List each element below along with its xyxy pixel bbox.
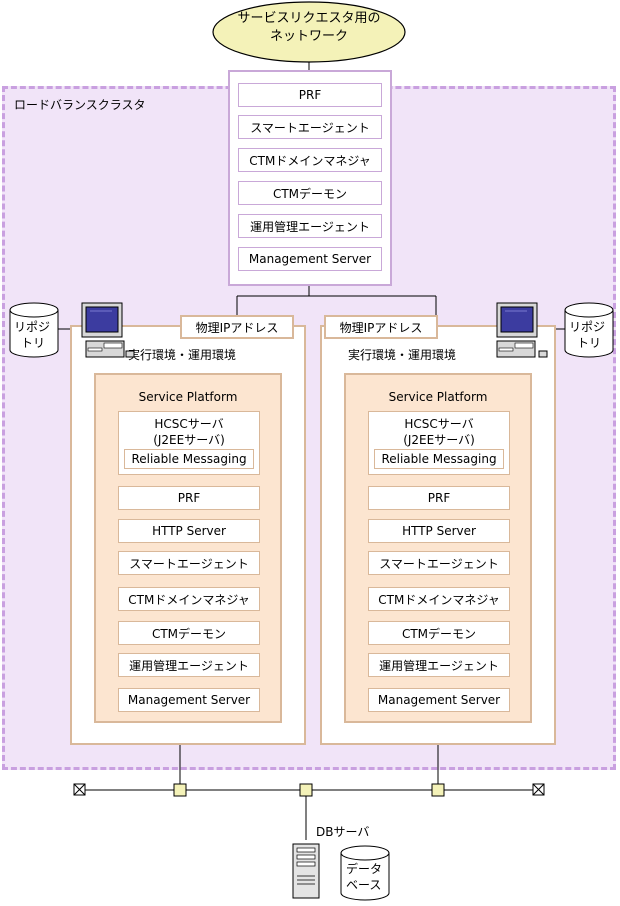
database-label-line1: データ	[346, 862, 383, 876]
database-label-line2: ベース	[346, 878, 382, 892]
bus-terminator-left	[73, 783, 86, 796]
node-1-hcsc-line2: (J2EEサーバ)	[153, 433, 225, 447]
node-2-component-smart-agent: スマートエージェント	[368, 551, 510, 575]
bus-connector	[299, 783, 313, 797]
top-component-smart-agent: スマートエージェント	[238, 115, 382, 139]
db-server-label: DBサーバ	[316, 825, 370, 839]
node-1-component-ops-agent: 運用管理エージェント	[118, 653, 260, 677]
network-label-line1: サービスリクエスタ用の	[237, 11, 381, 26]
repository-label-right-2: トリ	[577, 336, 602, 350]
node-1-component-smart-agent: スマートエージェント	[118, 551, 260, 575]
top-component-management-server: Management Server	[238, 247, 382, 271]
repository-label-left-2: トリ	[21, 336, 46, 350]
node-2-component-prf: PRF	[368, 486, 510, 510]
top-component-ops-agent: 運用管理エージェント	[238, 214, 382, 238]
bus-connector	[431, 783, 445, 797]
node-2-hcsc-line2: (J2EEサーバ)	[403, 433, 475, 447]
node-2-env-label: 実行環境・運用環境	[348, 348, 457, 362]
node-1-ip-label: 物理IPアドレス	[180, 315, 294, 339]
node-1-component-ctm-daemon: CTMデーモン	[118, 621, 260, 645]
bus-terminator-right	[532, 783, 545, 796]
node-1-component-http-server: HTTP Server	[118, 519, 260, 543]
node-2-component-http-server: HTTP Server	[368, 519, 510, 543]
node-1-hcsc-line1: HCSCサーバ	[154, 417, 224, 431]
bus-connector	[173, 783, 187, 797]
node-1-component-prf: PRF	[118, 486, 260, 510]
node-2-platform-label: Service Platform	[388, 390, 488, 404]
node-2-component-ops-agent: 運用管理エージェント	[368, 653, 510, 677]
repository-label-left-1: リポジ	[14, 320, 51, 334]
node-2-hcsc-line1: HCSCサーバ	[404, 417, 474, 431]
node-1-platform-label: Service Platform	[138, 390, 238, 404]
node-1-reliable-messaging: Reliable Messaging	[124, 449, 254, 469]
top-component-prf: PRF	[238, 83, 382, 107]
network-label-line2: ネットワーク	[269, 29, 348, 44]
top-component-ctm-daemon: CTMデーモン	[238, 181, 382, 205]
node-1-component-management-server: Management Server	[118, 688, 260, 712]
node-2-component-ctm-daemon: CTMデーモン	[368, 621, 510, 645]
top-component-ctm-domain-manager: CTMドメインマネジャ	[238, 148, 382, 172]
node-2-reliable-messaging: Reliable Messaging	[374, 449, 504, 469]
node-2-ip-label: 物理IPアドレス	[324, 315, 438, 339]
cluster-label: ロードバランスクラスタ	[14, 98, 146, 112]
node-1-env-label: 実行環境・運用環境	[128, 348, 237, 362]
node-2-component-ctm-domain-manager: CTMドメインマネジャ	[368, 587, 510, 611]
node-1-component-ctm-domain-manager: CTMドメインマネジャ	[118, 587, 260, 611]
node-2-component-management-server: Management Server	[368, 688, 510, 712]
repository-label-right-1: リポジ	[569, 320, 606, 334]
